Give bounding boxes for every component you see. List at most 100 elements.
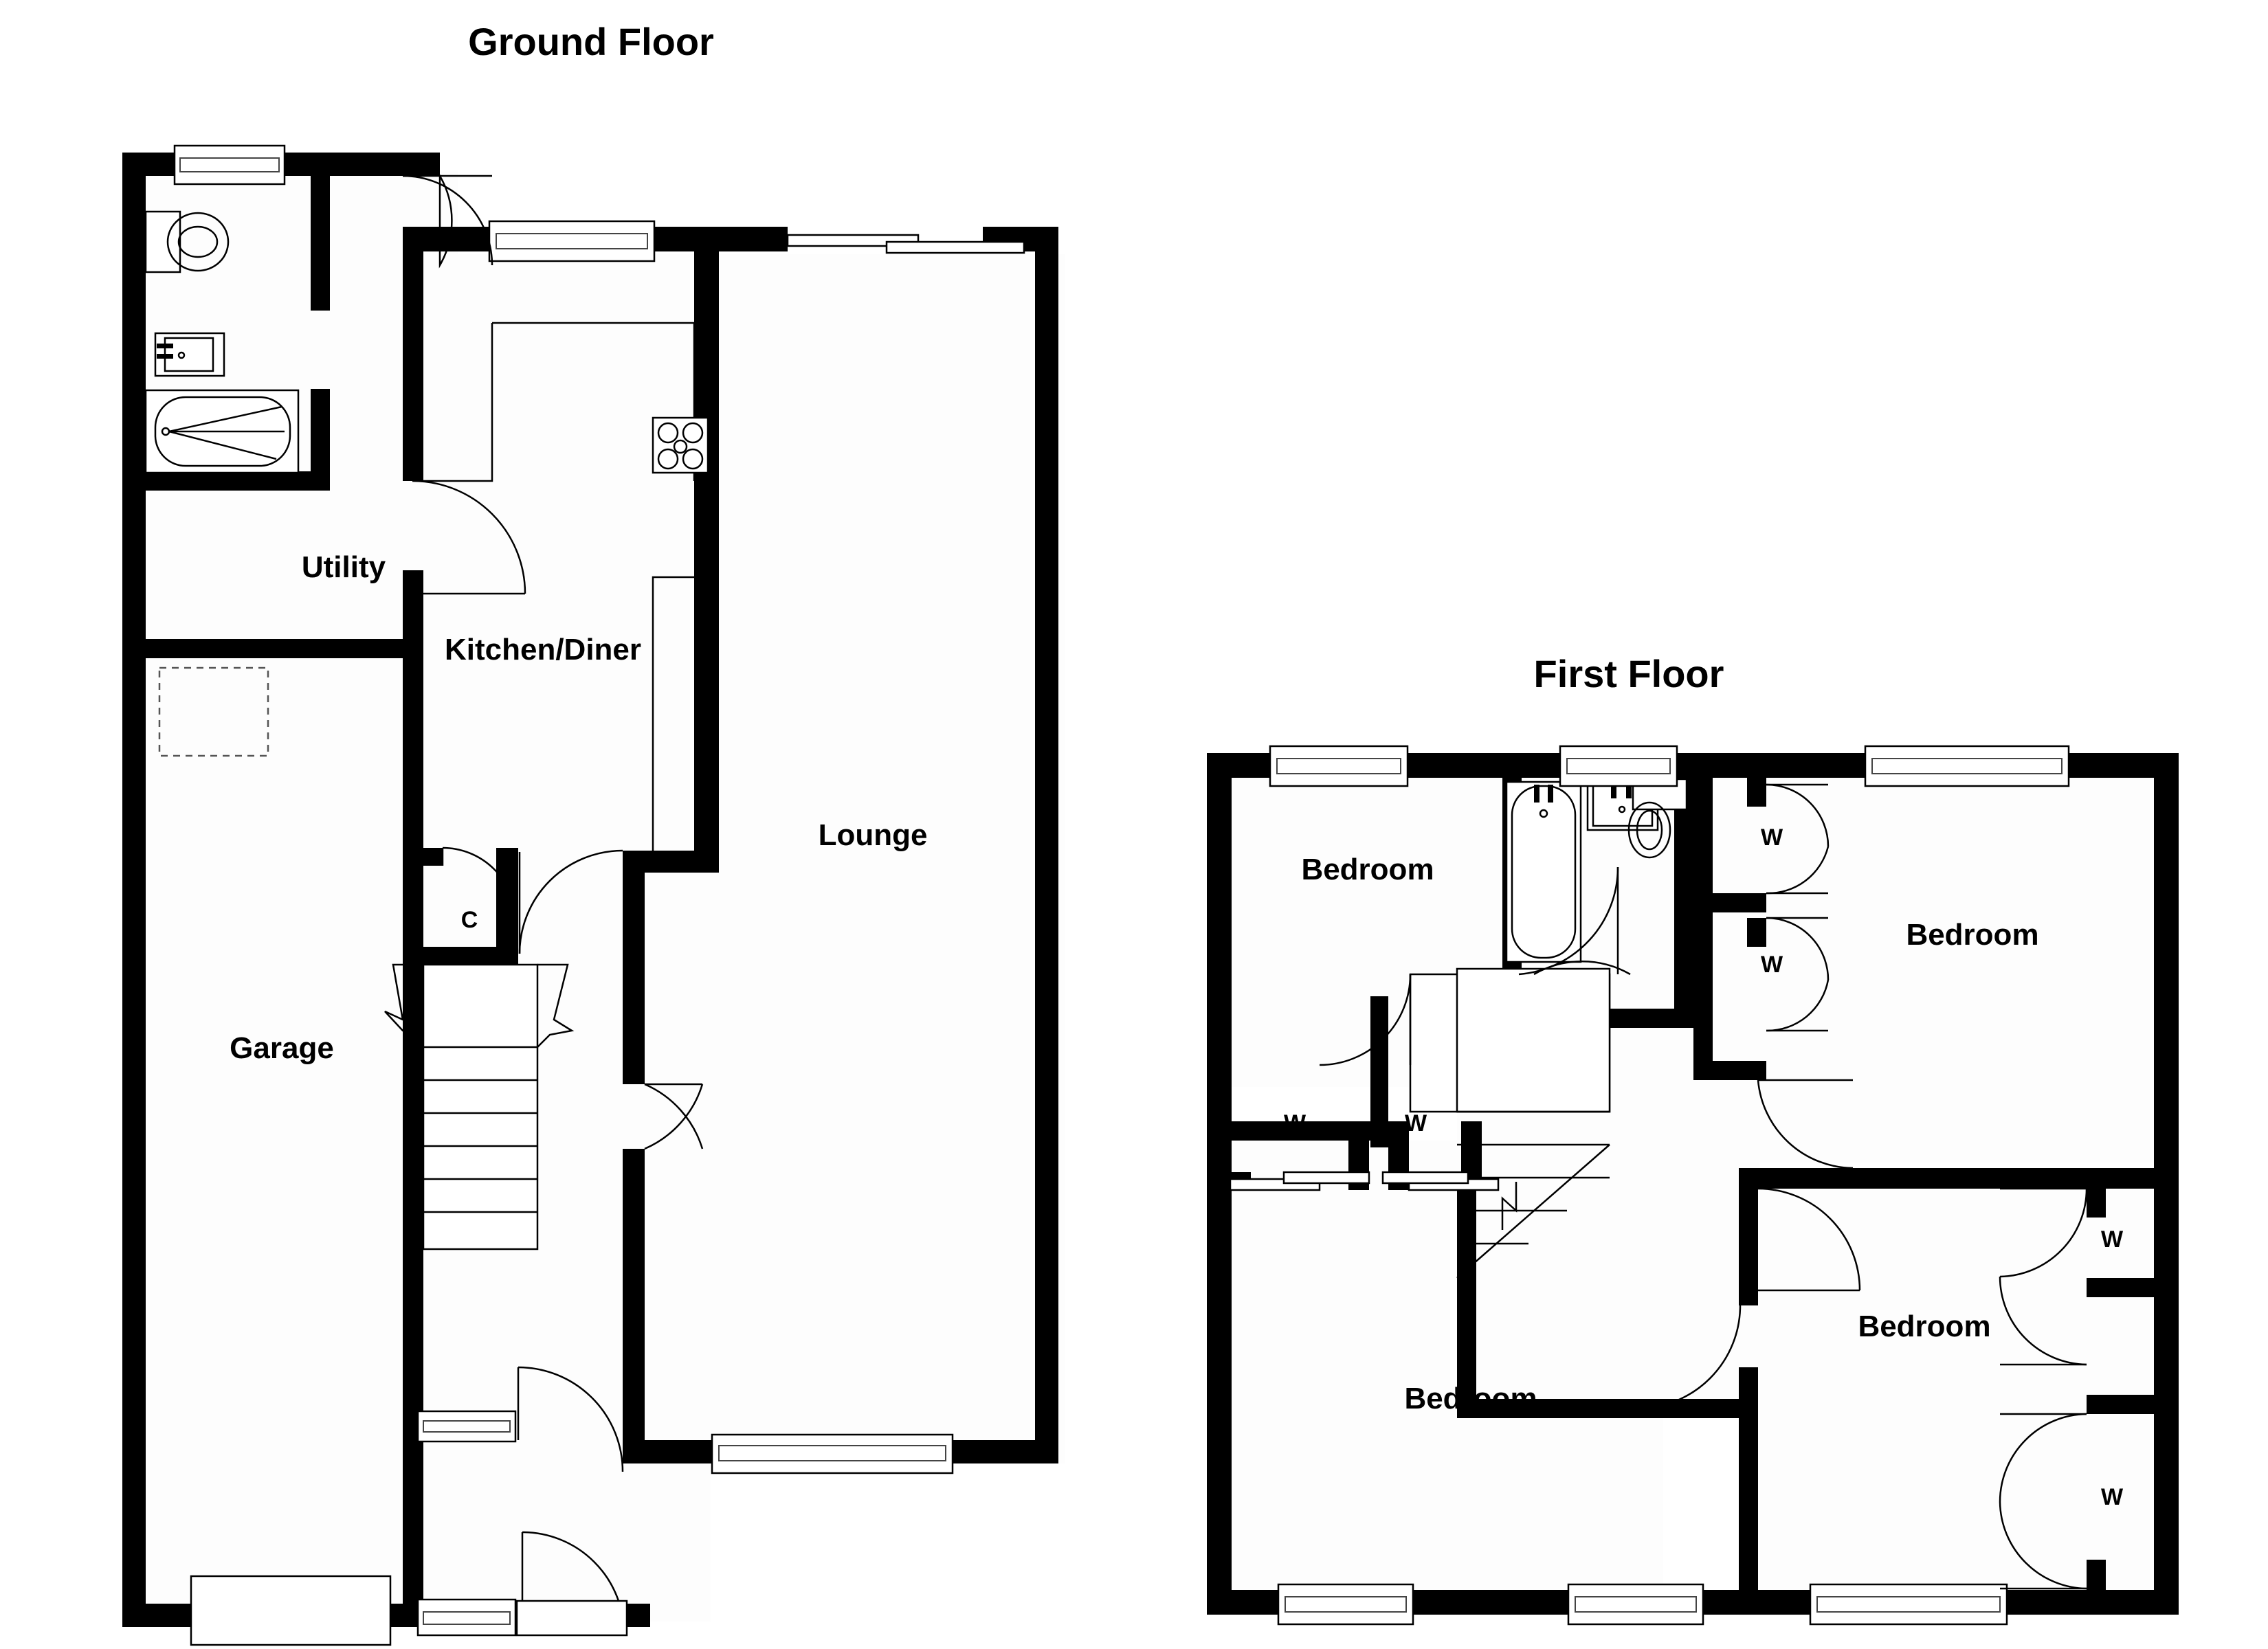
first-walls [1207, 753, 2179, 1615]
door-bed4-w1-arc-b [1999, 1276, 2087, 1366]
door-wtr2-arc-a [1766, 917, 1830, 980]
wall-bath-bottom [135, 471, 330, 491]
wardrobe-label-4: W [1405, 1110, 1427, 1136]
basin-first-tap-1 [1611, 782, 1616, 798]
window-hall-front [416, 1598, 517, 1637]
ground-floor-group: Ground Floor Utility Kitchen/Diner Loung… [122, 20, 1065, 1646]
ground-floor-title: Ground Floor [468, 20, 714, 63]
wall-landing-left [1457, 1190, 1476, 1418]
room-label-bedroom-1: Bedroom [1301, 853, 1434, 886]
wall-first-left [1207, 753, 1232, 1615]
first-stair-break-icon [1501, 1182, 1517, 1230]
garage-fill [135, 651, 403, 1620]
door-bath-first-swing [1518, 866, 1619, 976]
basin-tap-1-icon [157, 344, 173, 348]
wall-lounge-right [1035, 227, 1058, 1463]
room-label-cupboard: C [461, 907, 478, 933]
room-label-bedroom-3: Bedroom [1404, 1382, 1537, 1415]
window-bed3-bottom-right [1567, 1583, 1704, 1626]
door-bed4-w1-arc-a [1999, 1188, 2088, 1278]
wall-utility-garage [135, 639, 423, 658]
bathtub-first-outline-icon [1505, 781, 1582, 963]
first-doors [1319, 783, 2088, 1590]
stair-landing-block [1456, 967, 1611, 1113]
wall-hall-lounge-lower [623, 1149, 645, 1463]
room-label-kitchen: Kitchen/Diner [445, 633, 641, 666]
first-floor-title: First Floor [1534, 652, 1724, 695]
wall-wtr-div1 [1713, 893, 1766, 912]
wall-lounge-top-left [719, 227, 788, 251]
ground-room-fills [135, 170, 1065, 1622]
room-label-lounge: Lounge [819, 818, 928, 852]
basin-tap-2-icon [157, 354, 173, 359]
wall-ground-left-outer [122, 153, 146, 1627]
garage-door-icon [190, 1575, 392, 1646]
wall-landing-right-lower [1739, 1367, 1758, 1615]
toilet-first-bowl-icon [1627, 801, 1671, 859]
wall-wtr-stub-top [1747, 778, 1766, 807]
door-cupboard-arc [442, 846, 517, 921]
wardrobe-label-1: W [1761, 824, 1783, 851]
door-hall-lounge-arc2 [644, 1084, 704, 1150]
hob-ring-2 [682, 422, 704, 444]
front-door-threshold [515, 1600, 628, 1637]
window-bed1-top [1269, 745, 1409, 787]
ground-kitchen-units [423, 322, 709, 853]
ground-windows [173, 144, 1025, 1637]
first-windows [1229, 745, 2070, 1626]
first-floor-group: First Floor Bedroom Bedroom Bedroom Bedr… [1207, 652, 2179, 1626]
wall-bed4-w-stub2 [2087, 1560, 2106, 1591]
ground-stairs [384, 963, 575, 1250]
bathtub-line-c [168, 430, 277, 460]
wall-cupboard-bottom [423, 947, 518, 965]
wall-kitchen-left-upper [403, 227, 423, 481]
stair-break-right-icon [537, 963, 575, 1048]
wardrobe-label-6: W [2101, 1484, 2124, 1510]
wall-cupboard-top-left [423, 848, 443, 866]
stair-flight-icon [422, 963, 539, 1250]
wall-kitchen-left-lower [403, 570, 423, 1622]
door-bed2-arc [1757, 1079, 1854, 1169]
room-label-bedroom-2: Bedroom [1906, 918, 2038, 952]
ground-bathroom-fixtures [144, 210, 300, 757]
toilet-bowl-icon [166, 212, 230, 272]
bathtub-first-drain-icon [1539, 809, 1548, 818]
wall-bed4-w-div2 [2087, 1395, 2155, 1414]
wall-bed2-bottom [1739, 1168, 2179, 1189]
door-bed1-arc [1319, 974, 1412, 1066]
door-bathroom-arc [402, 175, 493, 266]
room-label-utility: Utility [302, 550, 386, 584]
wall-wtr-div2 [1713, 1061, 1766, 1080]
hob-ring-4 [682, 448, 704, 470]
window-lounge-bottom [711, 1433, 954, 1474]
hob-ring-3 [657, 448, 679, 470]
room-label-bedroom-4: Bedroom [1858, 1310, 1990, 1343]
hob-icon [652, 416, 709, 474]
bathtub-first-tap-1 [1534, 785, 1539, 803]
wall-wtr-stub-mid [1747, 918, 1766, 947]
door-hall-kitchen-arc [518, 849, 623, 954]
door-hall-lounge-arc [644, 1083, 704, 1149]
door-bed4-arc [1757, 1187, 1861, 1291]
toilet-cistern-icon [144, 210, 181, 273]
window-bed4-bottom [1809, 1583, 2008, 1626]
basin-first-tap-2 [1626, 782, 1632, 798]
kitchen-counter-left-icon [423, 323, 493, 482]
door-bed3-arc [1636, 1305, 1742, 1410]
wall-bed4-w-stub1 [2087, 1189, 2106, 1218]
room-label-garage: Garage [230, 1031, 334, 1065]
ground-doors [402, 172, 704, 1637]
toilet-first-seat-icon [1636, 809, 1663, 851]
wardrobe-label-2: W [1761, 952, 1783, 978]
wardrobe-label-5: W [2101, 1226, 2124, 1253]
kitchen-counter-lower-icon [652, 576, 708, 853]
window-kitchen-top [488, 220, 656, 262]
wall-landing-right-upper [1739, 1168, 1758, 1305]
basin-drain-icon [177, 351, 186, 359]
window-bath-top [1559, 745, 1678, 787]
first-bathroom-fixtures [1505, 778, 1688, 963]
toilet-seat-icon [177, 225, 219, 258]
window-bed3-bottom-left [1277, 1583, 1414, 1626]
